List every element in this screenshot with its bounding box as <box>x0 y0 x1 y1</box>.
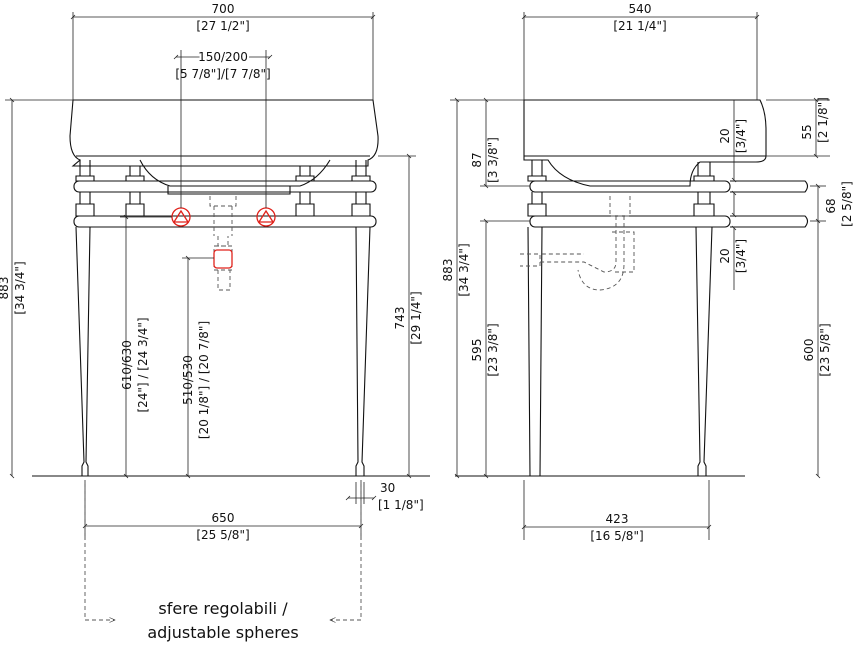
side-front-leg <box>527 226 543 477</box>
foot-mm: 30 <box>380 481 395 495</box>
rail-height-in: [23 3/8"] <box>486 323 500 376</box>
front-upper-rail <box>73 180 377 193</box>
drain-height: 510/530 <box>181 355 195 405</box>
leg-span-mm: 650 <box>212 511 235 525</box>
leg-depth-mm: 423 <box>606 512 629 526</box>
side-posts <box>527 160 715 217</box>
rim-height-in: [29 1/4"] <box>409 291 423 344</box>
side-view: 540 [21 1/4"] 883 [34 3/4"] 87 [3 3/8"] … <box>441 2 854 543</box>
side-siphon <box>520 196 635 291</box>
side-depth-in: [21 1/4"] <box>613 19 666 33</box>
upper-tube-in: [3/4"] <box>734 119 748 153</box>
side-total-height-in: [34 3/4"] <box>457 243 471 296</box>
front-drain <box>209 196 237 291</box>
front-right-leg <box>355 226 371 477</box>
front-lower-rail <box>73 215 377 228</box>
lower-rail-height-mm: 600 <box>802 339 816 362</box>
lip-in: [2 1/8"] <box>816 97 830 143</box>
note-line1: sfere regolabili / <box>158 599 288 618</box>
bowl-depth-in: [3 3/8"] <box>486 137 500 183</box>
faucet-spacing-in: [5 7/8"]/[7 7/8"] <box>175 67 270 81</box>
upper-rail-height: 610/630 <box>120 340 134 390</box>
lower-tube-mm: 20 <box>718 248 732 263</box>
drain-height-in: [20 1/8"] / [20 7/8"] <box>197 321 211 439</box>
foot-in: [1 1/8"] <box>378 498 424 512</box>
rail-gap-mm: 68 <box>824 198 838 213</box>
side-depth-mm: 540 <box>629 2 652 16</box>
front-total-height-mm: 883 <box>0 277 11 300</box>
side-lower-rail <box>529 215 731 228</box>
front-total-height-in: [34 3/4"] <box>13 261 27 314</box>
front-basin <box>69 99 379 167</box>
faucet-spacing-mm: 150/200 <box>198 50 248 64</box>
bowl-depth-mm: 87 <box>470 152 484 167</box>
front-view: 700 [27 1/2"] 150/200 [5 7/8"]/[7 7/8"] … <box>0 2 430 642</box>
drain-marker <box>213 249 233 269</box>
lower-rail-height-in: [23 5/8"] <box>818 323 832 376</box>
front-left-leg <box>75 226 91 477</box>
upper-rail-height-in: [24"] / [24 3/4"] <box>136 317 150 412</box>
side-total-height-mm: 883 <box>441 259 455 282</box>
rail-height-mm: 595 <box>470 339 484 362</box>
upper-tube-mm: 20 <box>718 128 732 143</box>
side-basin <box>523 99 767 187</box>
front-width-in: [27 1/2"] <box>196 19 249 33</box>
front-posts <box>75 160 371 217</box>
note-line2: adjustable spheres <box>147 623 298 642</box>
rail-gap-in: [2 5/8"] <box>840 181 854 227</box>
lip-mm: 55 <box>800 124 814 139</box>
front-width-mm: 700 <box>212 2 235 16</box>
side-back-leg <box>695 226 713 477</box>
leg-span-in: [25 5/8"] <box>196 528 249 542</box>
lower-tube-in: [3/4"] <box>734 239 748 273</box>
leg-depth-in: [16 5/8"] <box>590 529 643 543</box>
rim-height-mm: 743 <box>393 307 407 330</box>
side-upper-rail <box>529 180 731 193</box>
